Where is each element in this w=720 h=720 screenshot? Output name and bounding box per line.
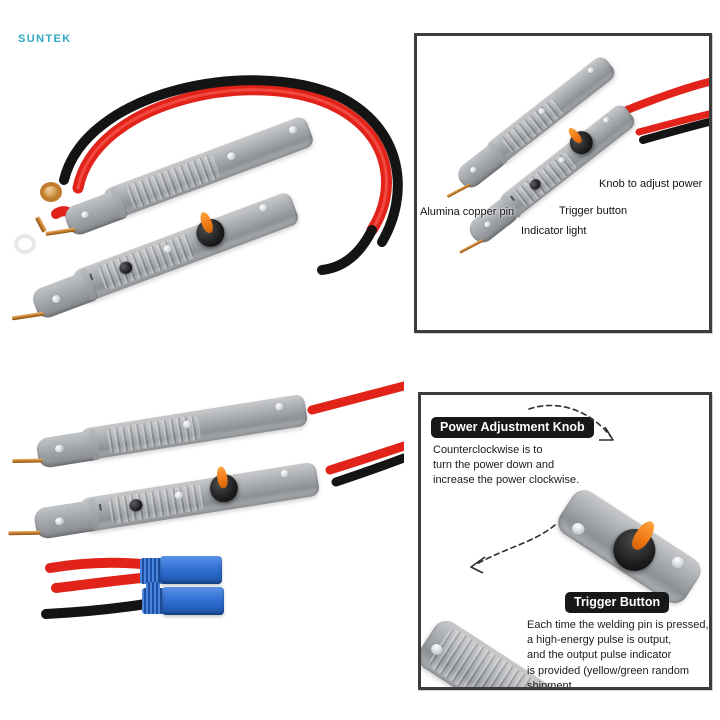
tag-trigger-button: Trigger Button xyxy=(565,592,670,613)
instructions-photo: Power Adjustment Knob Counterclockwise i… xyxy=(421,395,709,687)
alumina-copper-pin-upper xyxy=(12,458,43,464)
lead-wires-graphic xyxy=(41,381,404,619)
secondary-product-photo xyxy=(0,372,404,662)
ring-terminal-red xyxy=(14,234,36,254)
cable-loop-graphic xyxy=(51,75,403,275)
blurb-power-adjustment-knob: Counterclockwise is to turn the power do… xyxy=(433,444,580,487)
callout-knob-to-adjust-power: Knob to adjust power xyxy=(599,178,703,190)
usage-instructions-panel: Power Adjustment Knob Counterclockwise i… xyxy=(418,392,712,690)
ring-terminal-black xyxy=(40,182,62,202)
dashed-arrow-to-knob-icon xyxy=(528,404,614,441)
tag-power-adjustment-knob: Power Adjustment Knob xyxy=(431,417,594,438)
alumina-copper-pin-lower xyxy=(8,530,41,536)
callout-alumina-copper-pin: Alumina copper pin xyxy=(420,206,515,218)
brand-logo: SUNTEK xyxy=(18,33,72,45)
dashed-arrow-to-trigger-icon xyxy=(470,524,556,574)
callout-photo: Alumina copper pin Indicator light Trigg… xyxy=(417,36,709,330)
callout-trigger-button: Trigger button xyxy=(559,205,628,217)
blurb-trigger-button: Each time the welding pin is pressed, a … xyxy=(527,619,709,687)
feature-callout-panel: Alumina copper pin Indicator light Trigg… xyxy=(414,33,712,333)
panel-lead-wires xyxy=(623,78,709,144)
callout-indicator-light: Indicator light xyxy=(521,225,587,237)
main-product-photo xyxy=(0,62,404,362)
